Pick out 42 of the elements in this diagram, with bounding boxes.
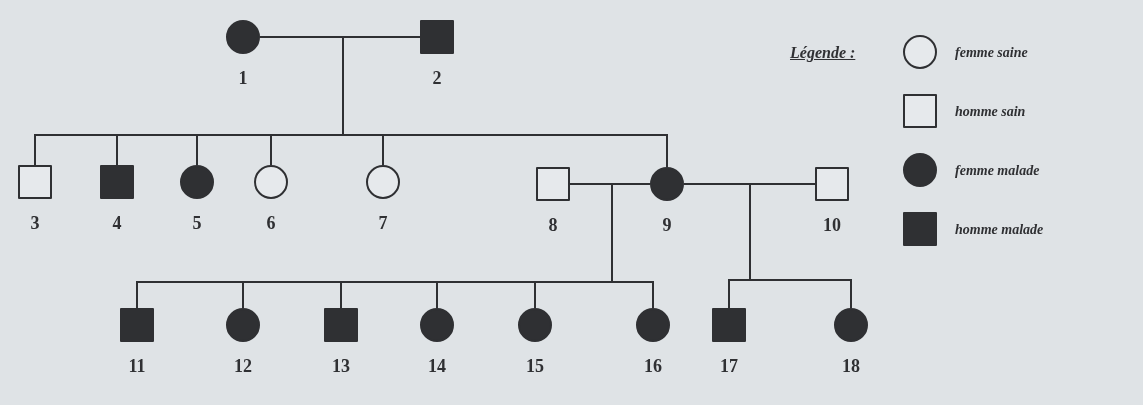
- individual-number: 13: [332, 356, 350, 376]
- individual-number: 8: [548, 215, 558, 235]
- healthy-male-symbol: [815, 167, 849, 201]
- healthy-female-symbol: [366, 165, 400, 199]
- legend-label: homme malade: [955, 221, 1044, 239]
- individual-number: 15: [526, 356, 544, 376]
- individual-number: 6: [266, 213, 276, 233]
- individual-number: 16: [644, 356, 662, 376]
- legend-label: femme malade: [955, 162, 1040, 180]
- affected-female-symbol: [420, 308, 454, 342]
- healthy-male-symbol: [536, 167, 570, 201]
- individual-number: 17: [720, 356, 738, 376]
- healthy-male-symbol: [18, 165, 52, 199]
- individual-number: 18: [842, 356, 860, 376]
- individual-number: 10: [823, 215, 841, 235]
- legend-label: femme saine: [955, 44, 1028, 62]
- individual-number: 1: [238, 68, 248, 88]
- individual-number: 5: [192, 213, 202, 233]
- affected-female-symbol: [226, 20, 260, 54]
- individual-number: 14: [428, 356, 446, 376]
- individual-number: 4: [112, 213, 122, 233]
- affected-male-symbol: [100, 165, 134, 199]
- individual-number: 12: [234, 356, 252, 376]
- individual-number: 3: [30, 213, 40, 233]
- affected-female-symbol: [834, 308, 868, 342]
- affected-male-symbol: [120, 308, 154, 342]
- pedigree-line: [611, 183, 654, 309]
- affected-male-symbol: [712, 308, 746, 342]
- individual-number: 2: [432, 68, 442, 88]
- affected-female-symbol: [180, 165, 214, 199]
- healthy-female-symbol: [254, 165, 288, 199]
- affected-female-symbol: [650, 167, 684, 201]
- affected-female-symbol: [226, 308, 260, 342]
- affected-male-symbol: [324, 308, 358, 342]
- individual-number: 7: [378, 213, 388, 233]
- affected-female-symbol: [518, 308, 552, 342]
- legend-title: Légende :: [790, 44, 856, 62]
- individual-number: 11: [128, 356, 146, 376]
- affected-male-symbol: [420, 20, 454, 54]
- legend-label: homme sain: [955, 103, 1026, 121]
- affected-female-symbol: [636, 308, 670, 342]
- individual-number: 9: [662, 215, 672, 235]
